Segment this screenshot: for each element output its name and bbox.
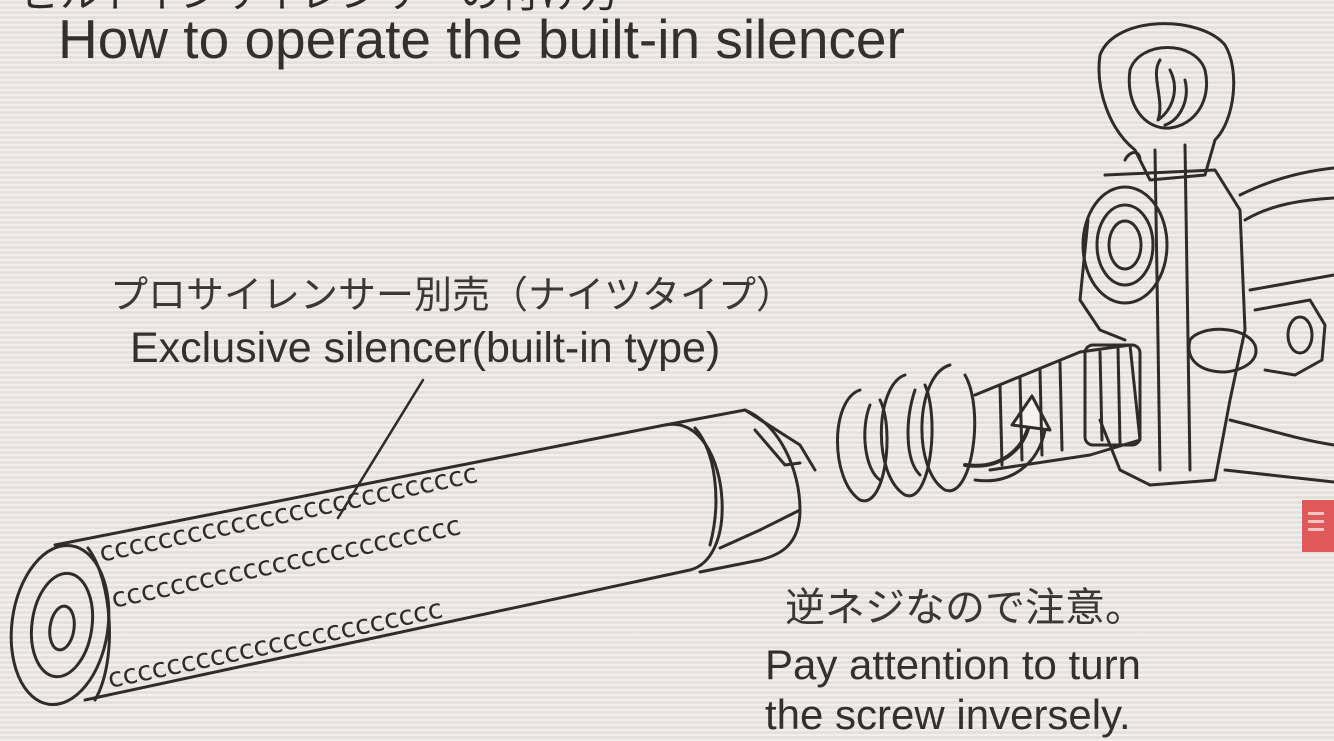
caution-note-en-line1: Pay attention to turn <box>765 641 1141 688</box>
caution-note-en-line2: the screw inversely. <box>765 691 1131 738</box>
barrel-assembly-illustration <box>973 22 1334 487</box>
title-en: How to operate the built-in silencer <box>58 8 905 70</box>
silencer-illustration: cccccccccccccccccccccccccc ccccccccccccc… <box>9 408 817 707</box>
caution-note-jp: 逆ネジなので注意。 <box>785 585 1145 631</box>
thread-spring <box>836 363 977 503</box>
title-jp: ビルトインサイレンサーの付け方 <box>20 0 620 14</box>
silencer-label-en: Exclusive silencer(built-in type) <box>130 324 721 372</box>
silencer-label-jp: プロサイレンサー別売（ナイツタイプ） <box>110 273 795 317</box>
svg-text:ccccccccccccccccccccccc: ccccccccccccccccccccccc <box>105 594 445 695</box>
corner-mark <box>1302 500 1334 552</box>
callout-leader-line <box>336 378 425 520</box>
